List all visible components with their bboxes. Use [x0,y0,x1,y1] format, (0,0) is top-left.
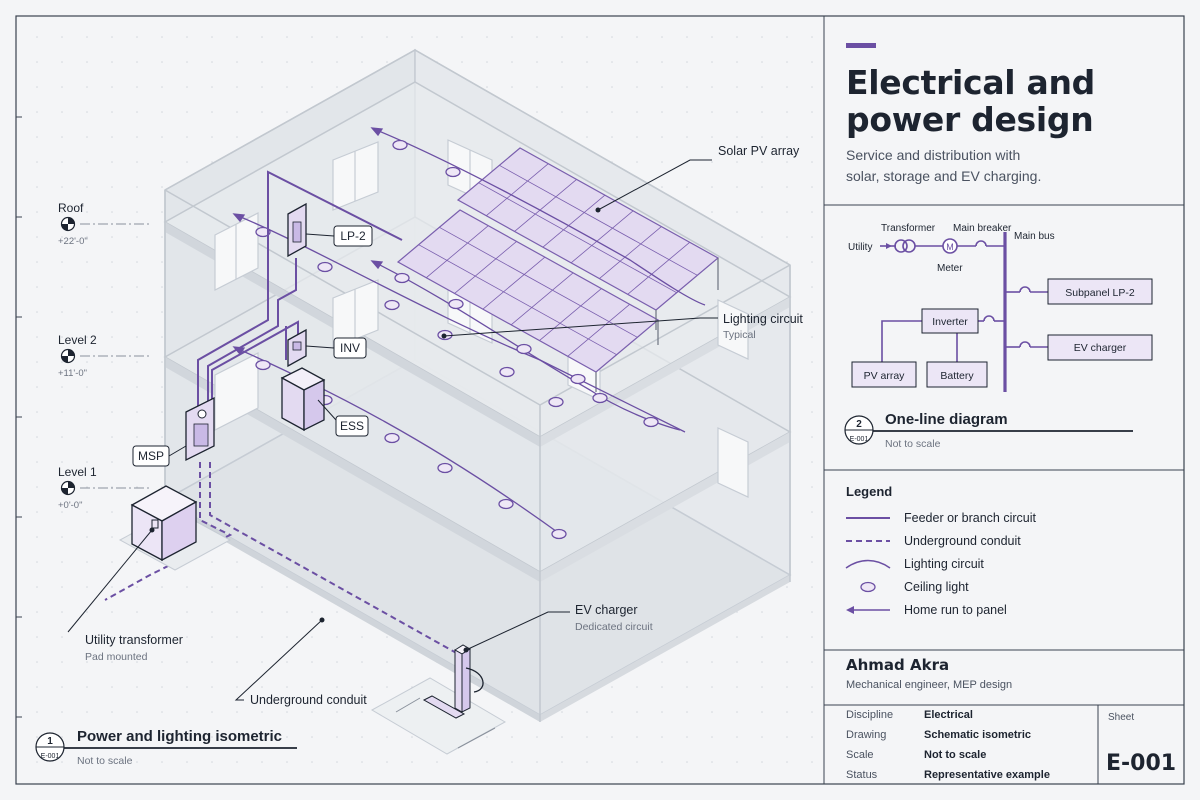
subtitle-line2: solar, storage and EV charging. [846,168,1041,184]
title-accent-bar [846,43,876,48]
ol-pv-array: PV array [864,370,906,382]
subtitle-line1: Service and distribution with [846,147,1020,163]
info-label-drawing: Drawing [846,729,886,741]
level-2-name: Level 2 [58,333,97,347]
callout-ev: EV charger [575,603,638,617]
detail-2-number: 2 [856,419,862,430]
ol-main-bus: Main bus [1014,231,1055,242]
callout-lighting: Lighting circuit [723,312,803,326]
main-service-panel [185,396,215,462]
callout-solar: Solar PV array [718,144,800,158]
one-line-diagram: Utility Transformer Main breaker Main bu… [848,223,1153,392]
lp2-panel [287,202,307,258]
detail-1-sheet: E-001 [41,753,60,760]
title-line-1: Electrical and [846,63,1095,102]
detail-title-2: 2 E-001 One-line diagram Not to scale [844,411,1133,450]
tag-msp: MSP [138,449,164,463]
legend-item-feeder: Feeder or branch circuit [904,511,1037,525]
ol-meter-symbol: M [946,242,954,252]
level-1-elev: +0'-0" [58,500,82,511]
sheet-label: Sheet [1108,712,1134,723]
legend-title: Legend [846,484,892,499]
sheet-number: E-001 [1106,751,1176,776]
legend-item-light: Ceiling light [904,580,969,594]
title-block-info: Discipline Electrical Drawing Schematic … [846,709,1176,781]
info-label-scale: Scale [846,749,874,761]
title-line-2: power design [846,100,1094,139]
ol-subpanel: Subpanel LP-2 [1065,287,1135,299]
legend-item-lighting: Lighting circuit [904,557,984,571]
legend-lighting-symbol [845,559,891,569]
ol-meter: Meter [937,263,963,274]
ol-ev-charger: EV charger [1074,342,1127,354]
legend: Legend Feeder or branch circuit Undergro… [845,484,1037,617]
level-markers: Roof +22'-0" Level 2 +11'-0" Level 1 +0'… [58,201,150,511]
detail-2-sheet: E-001 [850,436,869,443]
tag-ess: ESS [340,419,364,433]
callout-conduit: Underground conduit [250,693,367,707]
info-value-scale: Not to scale [924,749,986,761]
tag-lp2: LP-2 [340,229,366,243]
callout-transformer: Utility transformer [85,633,183,647]
ev-charger-unit [370,644,507,755]
sheet-border [15,15,1185,785]
author-role: Mechanical engineer, MEP design [846,679,1012,691]
solar-pv-array [396,147,720,392]
legend-item-conduit: Underground conduit [904,534,1021,548]
ol-transformer: Transformer [881,223,936,234]
level-roof-elev: +22'-0" [58,236,88,247]
info-label-discipline: Discipline [846,709,893,721]
inverter [287,328,307,368]
ol-main-breaker: Main breaker [953,223,1012,234]
lighting-circuits [232,127,706,540]
callout-ev-sub: Dedicated circuit [575,621,653,633]
legend-item-homerun: Home run to panel [904,603,1007,617]
ruler-ticks [16,116,22,718]
detail-2-scale: Not to scale [885,438,941,450]
energy-storage [280,367,326,432]
ol-utility: Utility [848,242,872,253]
detail-1-scale: Not to scale [77,755,133,767]
callout-leaders [67,159,718,701]
tag-inv: INV [340,341,360,355]
level-1-name: Level 1 [58,465,97,479]
underground-conduit [104,462,461,656]
info-label-status: Status [846,769,878,781]
author-name: Ahmad Akra [846,656,949,674]
ol-battery: Battery [940,370,974,382]
callout-transformer-sub: Pad mounted [85,651,148,663]
info-value-drawing: Schematic isometric [924,729,1031,741]
info-value-status: Representative example [924,769,1050,781]
info-value-discipline: Electrical [924,709,973,721]
ol-inverter: Inverter [932,316,968,328]
detail-title-1: 1 E-001 Power and lighting isometric Not… [35,728,297,767]
detail-1-title: Power and lighting isometric [77,728,282,745]
detail-1-number: 1 [47,736,53,747]
level-roof-name: Roof [58,201,84,215]
utility-transformer [118,485,232,571]
level-2-elev: +11'-0" [58,368,87,379]
callout-lighting-sub: Typical [723,329,756,341]
legend-light-symbol [860,581,876,593]
detail-2-title: One-line diagram [885,411,1008,428]
